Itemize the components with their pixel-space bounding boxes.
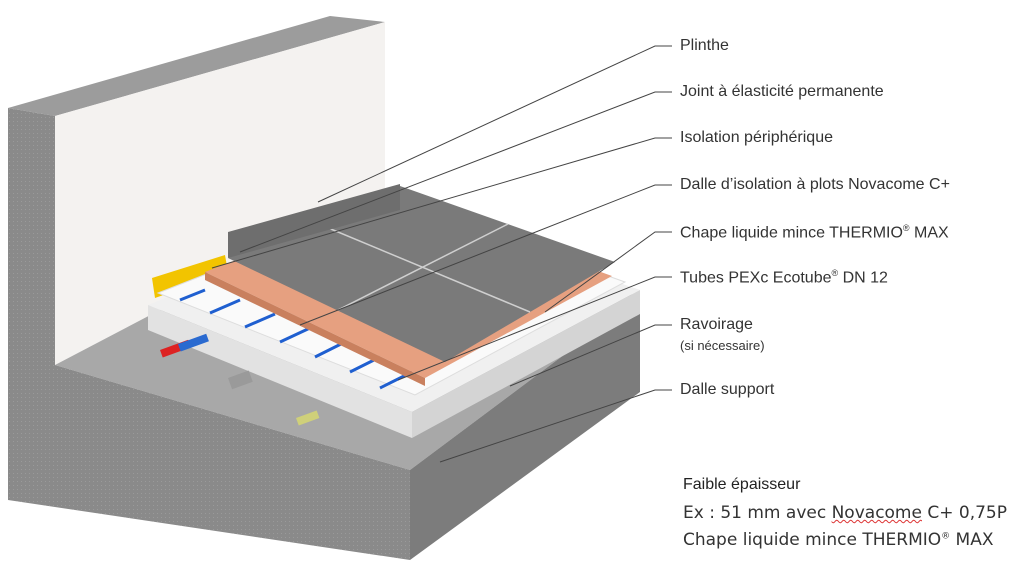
- wall-top: [8, 16, 385, 116]
- note-text: MAX: [950, 530, 994, 550]
- note-line-1: Ex : 51 mm avec Novacome C+ 0,75P: [683, 503, 1007, 523]
- pipes: [159, 333, 320, 426]
- note-line-2: Chape liquide mince THERMIO® MAX: [683, 530, 994, 550]
- registered-mark: ®: [902, 223, 910, 233]
- leader-lines: [211, 45, 672, 463]
- label-chape-end: MAX: [909, 224, 949, 242]
- ravoirage-front: [148, 305, 412, 438]
- label-ravoirage: Ravoirage: [680, 316, 753, 333]
- label-dalle-isolation: Dalle d’isolation à plots Novacome C+: [680, 176, 950, 193]
- label-tubes-end: DN 12: [838, 269, 888, 287]
- plinthe: [228, 184, 400, 258]
- label-tubes-text: Tubes PEXc Ecotube: [680, 269, 832, 287]
- ravoirage-right: [412, 290, 640, 438]
- label-ravoirage-sub: (si nécessaire): [680, 338, 765, 353]
- label-chape-text: Chape liquide mince THERMIO: [680, 224, 903, 242]
- label-chape: Chape liquide mince THERMIO® MAX: [680, 223, 949, 242]
- note-text: Chape liquide mince THERMIO: [683, 530, 942, 550]
- label-isolation: Isolation périphérique: [680, 129, 833, 146]
- label-joint: Joint à élasticité permanente: [680, 83, 884, 100]
- label-tubes: Tubes PEXc Ecotube® DN 12: [680, 268, 888, 287]
- slab-front: [8, 360, 410, 560]
- note-product: Novacome: [831, 503, 922, 523]
- wall-side: [8, 108, 55, 370]
- note-title: Faible épaisseur: [683, 476, 801, 493]
- label-plinthe: Plinthe: [680, 37, 729, 54]
- note-text: C+ 0,75P: [921, 503, 1007, 523]
- slab-right: [410, 298, 640, 560]
- registered-mark: ®: [831, 268, 839, 278]
- registered-mark: ®: [941, 531, 951, 542]
- peripheral-insulation: [152, 255, 228, 298]
- label-dalle-support: Dalle support: [680, 381, 775, 398]
- note-text: Ex : 51 mm avec: [683, 503, 832, 523]
- wall-face: [55, 22, 385, 365]
